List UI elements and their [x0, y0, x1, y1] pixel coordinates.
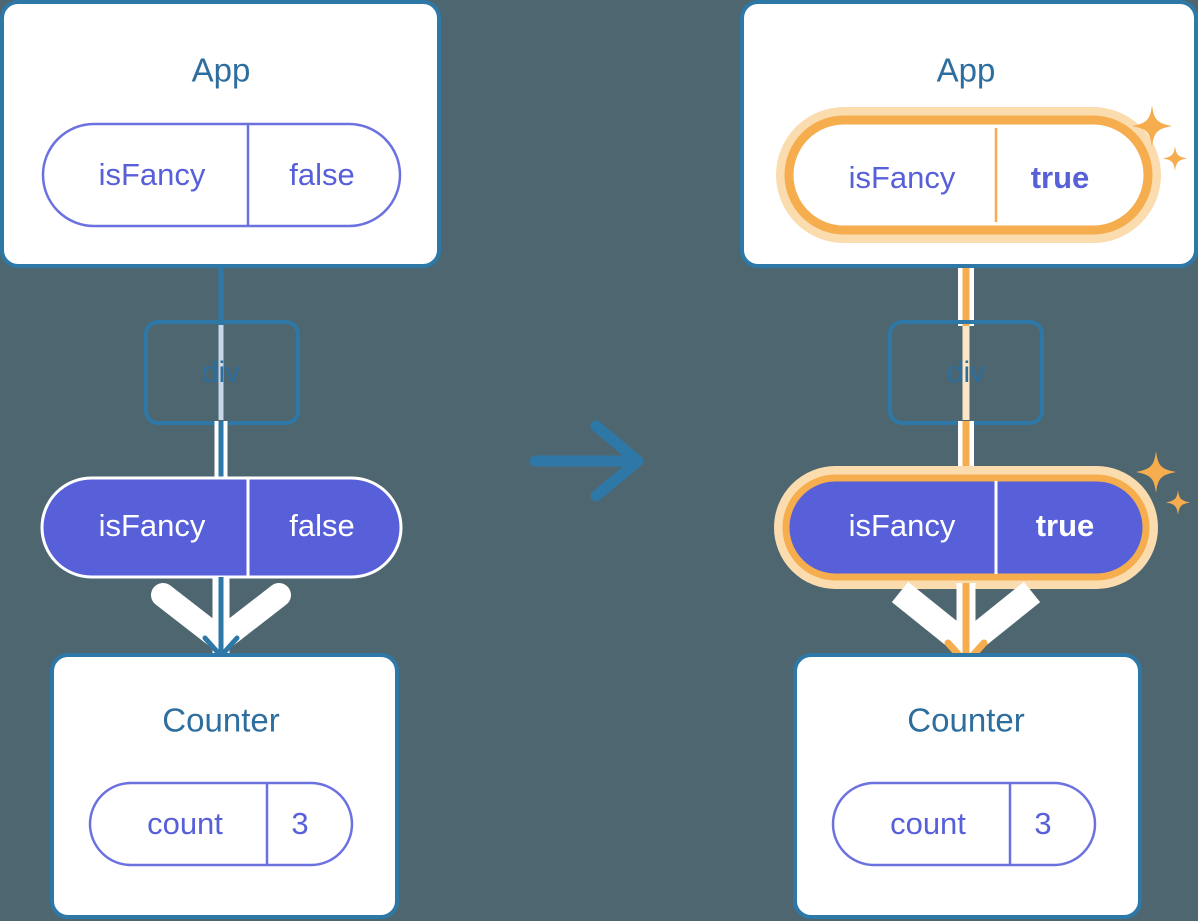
panel-after: App isFancy true div	[740, 0, 1198, 919]
arrow-down-before	[151, 577, 291, 659]
app-pill-highlight-ring-after	[784, 115, 1153, 235]
prop-pill-before: isFancy false	[40, 476, 403, 579]
app-box-title-before: App	[192, 52, 251, 89]
counter-box-title-before: Counter	[162, 702, 279, 739]
app-box-title-after: App	[937, 52, 996, 89]
app-pill-name-before: isFancy	[99, 157, 206, 192]
app-pill-glow-after	[776, 107, 1161, 243]
counter-state-pill-before: count 3	[88, 781, 354, 867]
counter-state-pill-after: count 3	[831, 781, 1097, 867]
prop-pill-highlight-ring-after	[782, 474, 1150, 581]
panel-before: App isFancy false div isFancy	[0, 0, 441, 919]
arrow-down-after	[891, 581, 1041, 667]
counter-pill-value-after: 3	[1034, 806, 1051, 841]
counter-pill-value-before: 3	[291, 806, 308, 841]
app-pill-value-after: true	[1031, 160, 1090, 195]
prop-pill-name-before: isFancy	[99, 508, 206, 543]
prop-pill-value-after: true	[1036, 508, 1095, 543]
div-box-before: div	[144, 320, 300, 425]
app-state-pill-before: isFancy false	[41, 122, 402, 228]
prop-pill-name-after: isFancy	[849, 508, 956, 543]
counter-pill-name-before: count	[147, 806, 223, 841]
transition-arrow-icon	[529, 420, 644, 502]
app-pill-value-before: false	[289, 157, 354, 192]
app-state-pill-after: isFancy true	[776, 107, 1161, 243]
app-pill-name-after: isFancy	[849, 160, 956, 195]
div-box-label-before: div	[202, 356, 240, 389]
div-box-label-after: div	[947, 356, 985, 389]
counter-box-title-after: Counter	[907, 702, 1024, 739]
sparkle-small-icon	[1166, 490, 1190, 515]
counter-pill-name-after: count	[890, 806, 966, 841]
prop-pill-value-before: false	[289, 508, 354, 543]
prop-pill-after: isFancy true	[774, 466, 1158, 589]
